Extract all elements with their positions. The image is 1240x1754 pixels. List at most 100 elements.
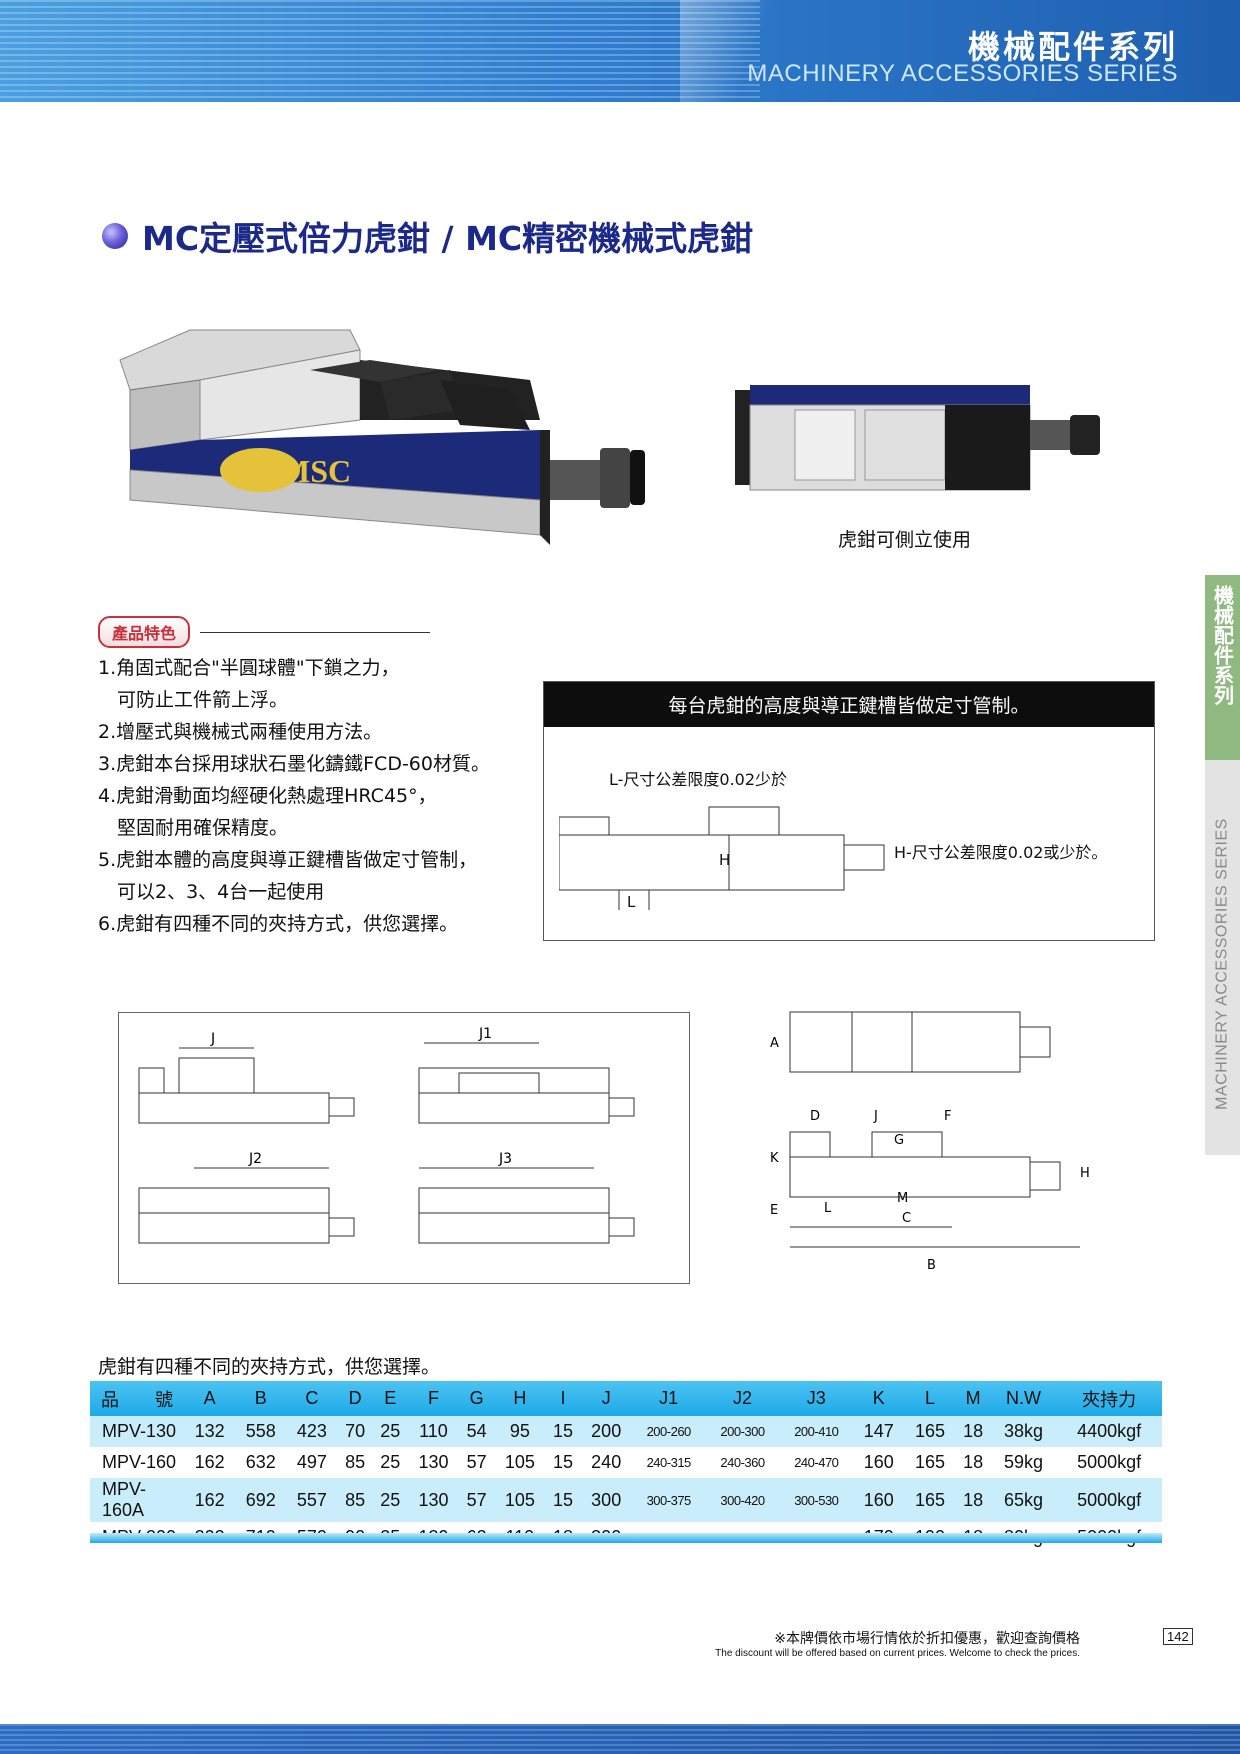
- dim-j-label: J: [873, 1109, 878, 1124]
- cell: 147: [853, 1416, 905, 1447]
- cell: 105: [494, 1447, 546, 1478]
- cell: 5000kgf: [1056, 1447, 1162, 1478]
- dim-k-label: K: [770, 1151, 779, 1166]
- footer-note-zh: ※本牌價依市場行情依於折扣優惠，歡迎查詢價格: [774, 1631, 1080, 1647]
- feature-line: 可防止工件箭上浮。: [98, 689, 289, 711]
- cell: 18: [955, 1478, 991, 1522]
- dim-f-label: F: [944, 1109, 951, 1124]
- cell: 200-300: [705, 1416, 780, 1447]
- cell: 300-375: [631, 1478, 706, 1522]
- page-number: 142: [1163, 1628, 1193, 1645]
- page-title-text: MC定壓式倍力虎鉗 / MC精密機械式虎鉗: [142, 219, 754, 258]
- cell: 25: [372, 1447, 408, 1478]
- cell: 200: [580, 1416, 632, 1447]
- dim-g-label: G: [894, 1133, 904, 1148]
- h-dimension-label: H: [719, 851, 730, 869]
- col-header: M: [955, 1381, 991, 1416]
- col-header: L: [904, 1381, 956, 1416]
- footer-note: ※本牌價依市場行情依於折扣優惠，歡迎查詢價格 The discount will…: [715, 1628, 1080, 1659]
- features-badge: 產品特色: [98, 616, 191, 648]
- cell: 160: [853, 1478, 905, 1522]
- cell: 162: [184, 1478, 236, 1522]
- cell: 497: [286, 1447, 338, 1478]
- cell: 160: [853, 1447, 905, 1478]
- footer-stripes: [0, 1724, 1240, 1754]
- header-band: 機械配件系列 MACHINERY ACCESSORIES SERIES: [0, 0, 1240, 102]
- tolerance-heading: 每台虎鉗的高度與導正鍵槽皆做定寸管制。: [544, 682, 1154, 727]
- dim-e-label: E: [770, 1203, 778, 1218]
- cell: 240: [580, 1447, 632, 1478]
- clamping-drawings: J J1 J2 J3: [138, 1026, 635, 1244]
- tolerance-l-note: L-尺寸公差限度0.02少於: [609, 770, 788, 789]
- cell: 240-360: [705, 1447, 780, 1478]
- cell: 130: [407, 1478, 460, 1522]
- table-row: MPV-130 132 558 423 70 25 110 54 95 15 2…: [90, 1416, 1162, 1447]
- features-list: 1.角固式配合"半圓球體"下鎖之力， 可防止工件箭上浮。 2.增壓式與機械式兩種…: [98, 652, 548, 940]
- col-header: J: [580, 1381, 632, 1416]
- drawing-label-j2: J2: [248, 1151, 262, 1167]
- vise-main-image: MSC: [119, 329, 645, 545]
- side-tab-en-band: [1205, 760, 1240, 1155]
- drawing-j1: J1: [418, 1026, 635, 1124]
- drawing-j2: J2: [138, 1151, 355, 1244]
- tolerance-h-note: H-尺寸公差限度0.02或少於。: [894, 843, 1108, 862]
- cell: 85: [337, 1478, 373, 1522]
- cell: 15: [545, 1478, 581, 1522]
- cell: 65kg: [990, 1478, 1057, 1522]
- cell: 54: [459, 1416, 495, 1447]
- cell: 18: [955, 1447, 991, 1478]
- vise-side-image: [735, 385, 1100, 491]
- cell: 18: [955, 1416, 991, 1447]
- cell: 110: [407, 1416, 460, 1447]
- drawing-label-j: J: [210, 1031, 215, 1047]
- page-title: MC定壓式倍力虎鉗 / MC精密機械式虎鉗: [102, 212, 753, 260]
- cell: 15: [545, 1416, 581, 1447]
- cell: 38kg: [990, 1416, 1057, 1447]
- feature-line: 2.增壓式與機械式兩種使用方法。: [98, 721, 383, 743]
- cell: 5000kgf: [1056, 1478, 1162, 1522]
- cell: MPV-130: [90, 1416, 184, 1447]
- table-header-row: 品 號 A B C D E F G H I J J1 J2 J3 K L M N…: [90, 1381, 1162, 1416]
- cell: 95: [494, 1416, 546, 1447]
- header-title-zh: 機械配件系列: [967, 28, 1178, 66]
- drawing-label-j3: J3: [498, 1151, 512, 1167]
- dim-m-label: M: [897, 1191, 908, 1206]
- cell: 200-410: [779, 1416, 854, 1447]
- cell: 165: [904, 1416, 956, 1447]
- col-header: K: [853, 1381, 905, 1416]
- cell: 300-420: [705, 1478, 780, 1522]
- col-header: D: [337, 1381, 373, 1416]
- cell: 132: [184, 1416, 236, 1447]
- bullet-icon: [102, 223, 128, 249]
- col-header: B: [235, 1381, 287, 1416]
- cell: 165: [904, 1447, 956, 1478]
- feature-line: 6.虎鉗有四種不同的夾持方式，供您選擇。: [98, 913, 459, 935]
- feature-line: 3.虎鉗本台採用球狀石墨化鑄鐵FCD-60材質。: [98, 753, 490, 775]
- cell: 240-315: [631, 1447, 706, 1478]
- cell: 57: [459, 1447, 495, 1478]
- side-tab: 機械配件系列 MACHINERY ACCESSORIES SERIES: [1205, 575, 1240, 1155]
- cell: 4400kgf: [1056, 1416, 1162, 1447]
- dim-a-label: A: [770, 1036, 779, 1051]
- cell: MPV-160: [90, 1447, 184, 1478]
- dimension-drawing: A D J F G K H E L M C B: [770, 1011, 1090, 1273]
- feature-line: 1.角固式配合"半圓球體"下鎖之力，: [98, 657, 400, 679]
- cell: 57: [459, 1478, 495, 1522]
- cell: 25: [372, 1478, 408, 1522]
- dim-h-label: H: [1080, 1166, 1090, 1181]
- cell: 85: [337, 1447, 373, 1478]
- side-use-caption: 虎鉗可側立使用: [838, 529, 972, 551]
- dim-l-label: L: [824, 1201, 832, 1216]
- header-title-en: MACHINERY ACCESSORIES SERIES: [747, 60, 1178, 87]
- cell: 240-470: [779, 1447, 854, 1478]
- clamping-drawings-box: J J1 J2 J3: [118, 1012, 690, 1284]
- col-header: J2: [705, 1381, 780, 1416]
- col-header: J3: [779, 1381, 854, 1416]
- feature-line: 5.虎鉗本體的高度與導正鍵槽皆做定寸管制，: [98, 849, 478, 871]
- col-header: C: [286, 1381, 338, 1416]
- drawing-label-j1: J1: [478, 1026, 492, 1042]
- cell: 59kg: [990, 1447, 1057, 1478]
- dim-d-label: D: [810, 1109, 820, 1124]
- table-row: MPV-160 162 632 497 85 25 130 57 105 15 …: [90, 1447, 1162, 1478]
- footer-band: [0, 1724, 1240, 1754]
